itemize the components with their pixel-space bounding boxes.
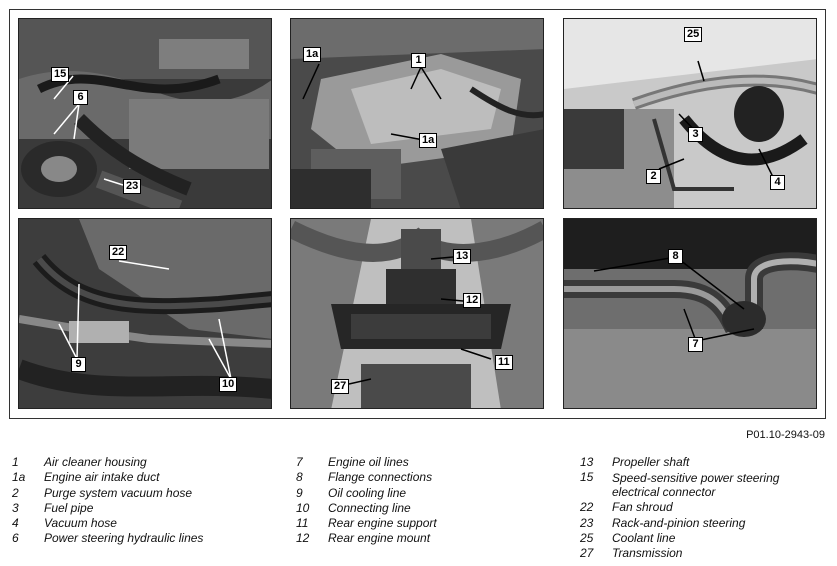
callout-12: 12 bbox=[463, 293, 482, 308]
photo-engine-top: 1a 1 1a bbox=[290, 18, 544, 209]
callout-13: 13 bbox=[453, 249, 472, 264]
callout-7: 7 bbox=[688, 337, 703, 352]
callout-22: 22 bbox=[109, 245, 128, 260]
callout-15: 15 bbox=[51, 67, 70, 82]
callout-23: 23 bbox=[123, 179, 142, 194]
figure-reference: P01.10-2943-09 bbox=[746, 429, 825, 441]
callout-8: 8 bbox=[668, 249, 683, 264]
callout-6: 6 bbox=[73, 90, 88, 105]
callout-9: 9 bbox=[71, 357, 86, 372]
callout-3: 3 bbox=[688, 127, 703, 142]
callout-2: 2 bbox=[646, 169, 661, 184]
photo-engine-oil-lines: 8 7 bbox=[563, 218, 817, 409]
callout-25: 25 bbox=[684, 27, 703, 42]
callout-1a-center: 1a bbox=[419, 133, 438, 148]
photo-rear-engine-support: 13 12 11 27 bbox=[290, 218, 544, 409]
photo-power-steering-area: 15 6 23 bbox=[18, 18, 272, 209]
callout-4: 4 bbox=[770, 175, 785, 190]
photo-coolant-fuel-lines: 25 3 2 4 bbox=[563, 18, 817, 209]
callout-1: 1 bbox=[411, 53, 426, 68]
callout-27: 27 bbox=[331, 379, 350, 394]
callout-1a-top: 1a bbox=[303, 47, 322, 62]
callout-11: 11 bbox=[495, 355, 513, 370]
callout-10: 10 bbox=[219, 377, 238, 392]
photo-oil-cooling-lines: 22 9 10 bbox=[18, 218, 272, 409]
